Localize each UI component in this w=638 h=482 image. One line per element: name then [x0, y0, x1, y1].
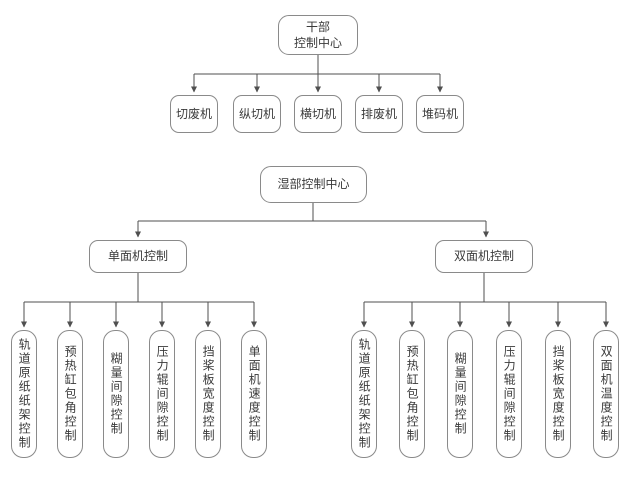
node-label: 横切机: [299, 106, 336, 121]
node-label: 预热缸包角控制: [405, 345, 420, 443]
node-label: 轨道原纸纸架控制: [357, 338, 372, 450]
node-df-glue-dam-width-control: 挡桨板宽度控制: [545, 330, 571, 458]
node-label: 双面机控制: [453, 249, 514, 264]
node-stacker: 堆码机: [416, 95, 464, 133]
node-df-glue-gap-control: 糊量间隙控制: [447, 330, 473, 458]
node-label: 压力辊间隙控制: [155, 345, 170, 443]
node-slitter: 纵切机: [233, 95, 281, 133]
node-df-temperature-control: 双面机温度控制: [593, 330, 619, 458]
node-label: 排废机: [360, 106, 397, 121]
node-sf-rail-paper-stand-control: 轨道原纸纸架控制: [11, 330, 37, 458]
node-label: 纵切机: [238, 106, 275, 121]
node-df-rail-paper-stand-control: 轨道原纸纸架控制: [351, 330, 377, 458]
node-label: 糊量间隙控制: [109, 352, 124, 436]
node-sf-preheater-wrap-angle-control: 预热缸包角控制: [57, 330, 83, 458]
node-label: 切废机: [175, 106, 212, 121]
node-label: 控制中心: [293, 36, 342, 50]
node-df-pressure-roll-gap-control: 压力辊间隙控制: [496, 330, 522, 458]
node-sf-glue-dam-width-control: 挡桨板宽度控制: [195, 330, 221, 458]
node-label: 挡桨板宽度控制: [551, 345, 566, 443]
node-single-facer-control: 单面机控制: [89, 240, 187, 273]
node-df-preheater-wrap-angle-control: 预热缸包角控制: [399, 330, 425, 458]
node-dry-section-control-center: 干部 控制中心: [278, 15, 358, 55]
node-waste-ejector: 排废机: [355, 95, 403, 133]
node-sf-glue-gap-control: 糊量间隙控制: [103, 330, 129, 458]
node-label: 轨道原纸纸架控制: [17, 338, 32, 450]
node-label: 压力辊间隙控制: [502, 345, 517, 443]
node-label: 糊量间隙控制: [453, 352, 468, 436]
node-sf-speed-control: 单面机速度控制: [241, 330, 267, 458]
node-label: 挡桨板宽度控制: [201, 345, 216, 443]
node-double-facer-control: 双面机控制: [435, 240, 533, 273]
node-label: 单面机控制: [107, 249, 168, 264]
node-label: 双面机温度控制: [599, 345, 614, 443]
node-label: 预热缸包角控制: [63, 345, 78, 443]
node-sf-pressure-roll-gap-control: 压力辊间隙控制: [149, 330, 175, 458]
node-waste-cutter: 切废机: [170, 95, 218, 133]
node-label: 湿部控制中心: [277, 177, 350, 192]
node-label: 堆码机: [421, 106, 458, 121]
node-wet-section-control-center: 湿部控制中心: [260, 166, 367, 203]
node-cross-cutter: 横切机: [294, 95, 342, 133]
node-label: 单面机速度控制: [247, 345, 262, 443]
node-label: 干部: [305, 19, 330, 34]
